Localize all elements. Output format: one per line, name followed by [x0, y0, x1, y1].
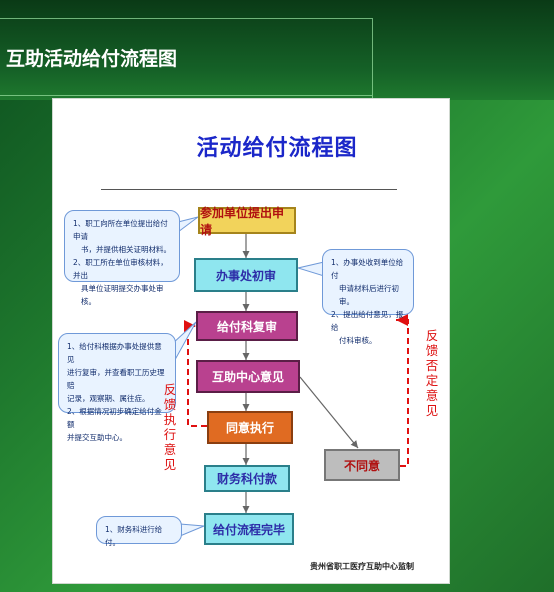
callout-pointer [296, 261, 325, 277]
callout-line: 1、给付科根据办事处提供意见 [67, 342, 162, 364]
step-center-opinion: 互助中心意见 [196, 360, 300, 393]
diagram-footer: 贵州省职工医疗互助中心监制 [310, 561, 414, 571]
side-label-feedback-exec: 反馈执行意见 [163, 382, 177, 472]
header-line [0, 95, 372, 96]
step-apply: 参加单位提出申请 [198, 206, 296, 237]
step-center-opinion-label: 互助中心意见 [211, 370, 284, 384]
step-done: 给付流程完毕 [204, 513, 294, 545]
callout-finance-note: 1、财务科进行给付。 [96, 516, 182, 547]
step-payment-review-label: 给付科复审 [216, 319, 277, 334]
step-agree: 同意执行 [207, 411, 293, 444]
diagram-title: 活动给付流程图 [196, 136, 358, 161]
title-rule [101, 189, 397, 190]
step-office-review-label: 办事处初审 [215, 268, 276, 283]
callout-pointer [177, 216, 199, 233]
callout-line: 进行复审，并查看职工历史理赔 [67, 368, 165, 390]
step-disagree: 不同意 [324, 449, 400, 481]
callout-line: 付科审核。 [339, 336, 377, 345]
slide-header [0, 0, 554, 100]
callout-review-note: 1、给付科根据办事处提供意见 进行复审，并查看职工历史理赔 记录，观察期、属往症… [58, 333, 176, 442]
step-agree-label: 同意执行 [225, 421, 274, 435]
callout-line: 具单位证明提交办事处审核。 [81, 284, 164, 306]
callout-office-note: 1、办事处收到单位给付 申请材料后进行初审。 2、提出给付意见，报给 付科审核。 [322, 249, 414, 345]
feedback-reject-arrow [396, 314, 409, 467]
callout-pointer [179, 523, 205, 537]
callout-line: 2、根据情况初步确定给付金额 [67, 407, 162, 429]
callout-line: 2、提出给付意见，报给 [331, 310, 404, 332]
header-line [0, 18, 372, 19]
header-line [372, 18, 373, 98]
step-done-label: 给付流程完毕 [212, 522, 285, 537]
callout-line: 记录，观察期、属往症。 [67, 394, 150, 403]
step-payment-review: 给付科复审 [196, 311, 298, 341]
slide-title: 互助活动给付流程图 [6, 48, 178, 70]
callout-line: 1、办事处收到单位给付 [331, 258, 404, 280]
step-office-review: 办事处初审 [194, 258, 298, 292]
callout-line: 申请材料后进行初审。 [339, 284, 399, 306]
step-disagree-label: 不同意 [343, 458, 380, 473]
step-finance: 财务科付款 [204, 465, 290, 492]
callout-line: 1、职工向所在单位提出给付申请 [73, 219, 168, 241]
arrow-center-to-disagree [299, 376, 359, 449]
callout-line: 书，并提供相关证明材料。 [81, 245, 171, 254]
callout-line: 并提交互助中心。 [67, 433, 127, 442]
side-label-feedback-reject: 反馈否定意见 [425, 328, 439, 418]
callout-apply-note: 1、职工向所在单位提出给付申请 书，并提供相关证明材料。 2、职工所在单位审核材… [64, 210, 180, 306]
callout-line: 2、职工所在单位审核材料，并出 [73, 258, 168, 280]
step-apply-label: 参加单位提出申请 [200, 205, 285, 237]
callout-line: 1、财务科进行给付。 [105, 525, 163, 547]
step-finance-label: 财务科付款 [216, 472, 277, 486]
